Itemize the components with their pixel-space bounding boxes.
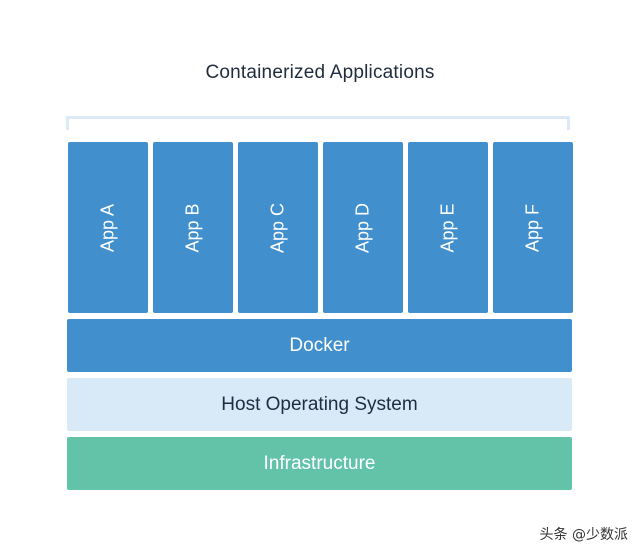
- app-label: App A: [97, 203, 118, 252]
- app-block-e: App E: [408, 142, 488, 313]
- app-label: App F: [522, 203, 543, 252]
- apps-bracket: [66, 116, 570, 130]
- app-label: App D: [352, 202, 373, 253]
- infrastructure-label: Infrastructure: [263, 452, 376, 474]
- infrastructure-layer: Infrastructure: [67, 437, 572, 490]
- diagram-title: Containerized Applications: [205, 62, 435, 83]
- app-label: App C: [267, 202, 288, 253]
- app-label: App E: [437, 202, 458, 253]
- app-block-f: App F: [493, 142, 573, 313]
- app-label: App B: [182, 202, 203, 253]
- host-os-layer: Host Operating System: [67, 378, 572, 431]
- app-block-d: App D: [323, 142, 403, 313]
- docker-layer: Docker: [67, 319, 572, 372]
- watermark: 头条 @少数派: [539, 527, 628, 543]
- host-os-label: Host Operating System: [221, 393, 418, 415]
- docker-label: Docker: [289, 334, 350, 356]
- app-block-c: App C: [238, 142, 318, 313]
- app-block-a: App A: [68, 142, 148, 313]
- app-block-b: App B: [153, 142, 233, 313]
